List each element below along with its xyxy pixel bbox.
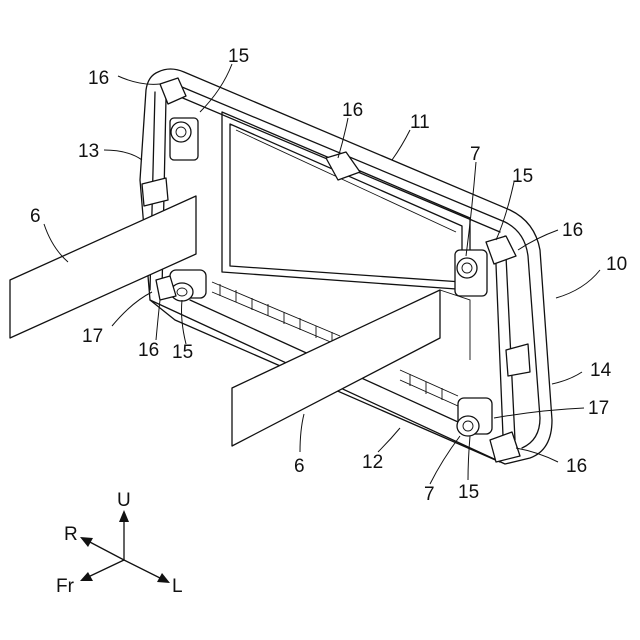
label-16-a: 16 xyxy=(88,68,109,89)
clip-right-mid xyxy=(506,344,530,376)
axis-front-line xyxy=(86,560,124,578)
label-16-b: 16 xyxy=(342,100,363,121)
label-15-b: 15 xyxy=(512,166,533,187)
frame-right-rail xyxy=(505,236,515,440)
label-6-a: 6 xyxy=(30,206,41,227)
label-17-b: 17 xyxy=(588,398,609,419)
opening-inner xyxy=(230,124,462,282)
axis-up-arrow xyxy=(119,510,129,522)
label-11: 11 xyxy=(410,112,430,133)
boss-top-left xyxy=(170,118,198,160)
label-12: 12 xyxy=(362,452,383,473)
label-17-a: 17 xyxy=(82,326,103,347)
axis-left-line xyxy=(124,560,164,580)
clip-bottom-right xyxy=(490,432,520,462)
clip-top-middle xyxy=(326,152,360,180)
label-7-b: 7 xyxy=(424,484,435,505)
boss-bottom-right xyxy=(457,398,492,436)
label-10: 10 xyxy=(606,254,627,275)
axis-label-right: R xyxy=(64,524,78,545)
label-15-c: 15 xyxy=(172,342,193,363)
label-13: 13 xyxy=(78,141,99,162)
direction-indicator: U R Fr L xyxy=(56,490,183,597)
clip-right-top xyxy=(486,236,516,264)
axis-label-front: Fr xyxy=(56,576,75,597)
label-16-e: 16 xyxy=(566,456,587,477)
label-7-a: 7 xyxy=(470,144,481,165)
opening-inner-2 xyxy=(236,130,456,232)
label-6-b: 6 xyxy=(294,456,305,477)
opening-outer xyxy=(222,112,470,290)
label-14: 14 xyxy=(590,360,612,381)
label-16-d: 16 xyxy=(138,340,159,361)
clip-top-left xyxy=(160,78,186,104)
label-15-a: 15 xyxy=(228,46,249,67)
axis-label-left: L xyxy=(172,576,183,597)
axis-front-arrow xyxy=(80,572,93,581)
axis-label-up: U xyxy=(117,490,131,511)
label-15-d: 15 xyxy=(458,482,479,503)
display-opening xyxy=(222,112,470,290)
axis-right-line xyxy=(86,540,124,560)
frame-right-rail-inner xyxy=(495,240,503,436)
boss-top-right xyxy=(455,250,487,296)
label-16-c: 16 xyxy=(562,220,583,241)
